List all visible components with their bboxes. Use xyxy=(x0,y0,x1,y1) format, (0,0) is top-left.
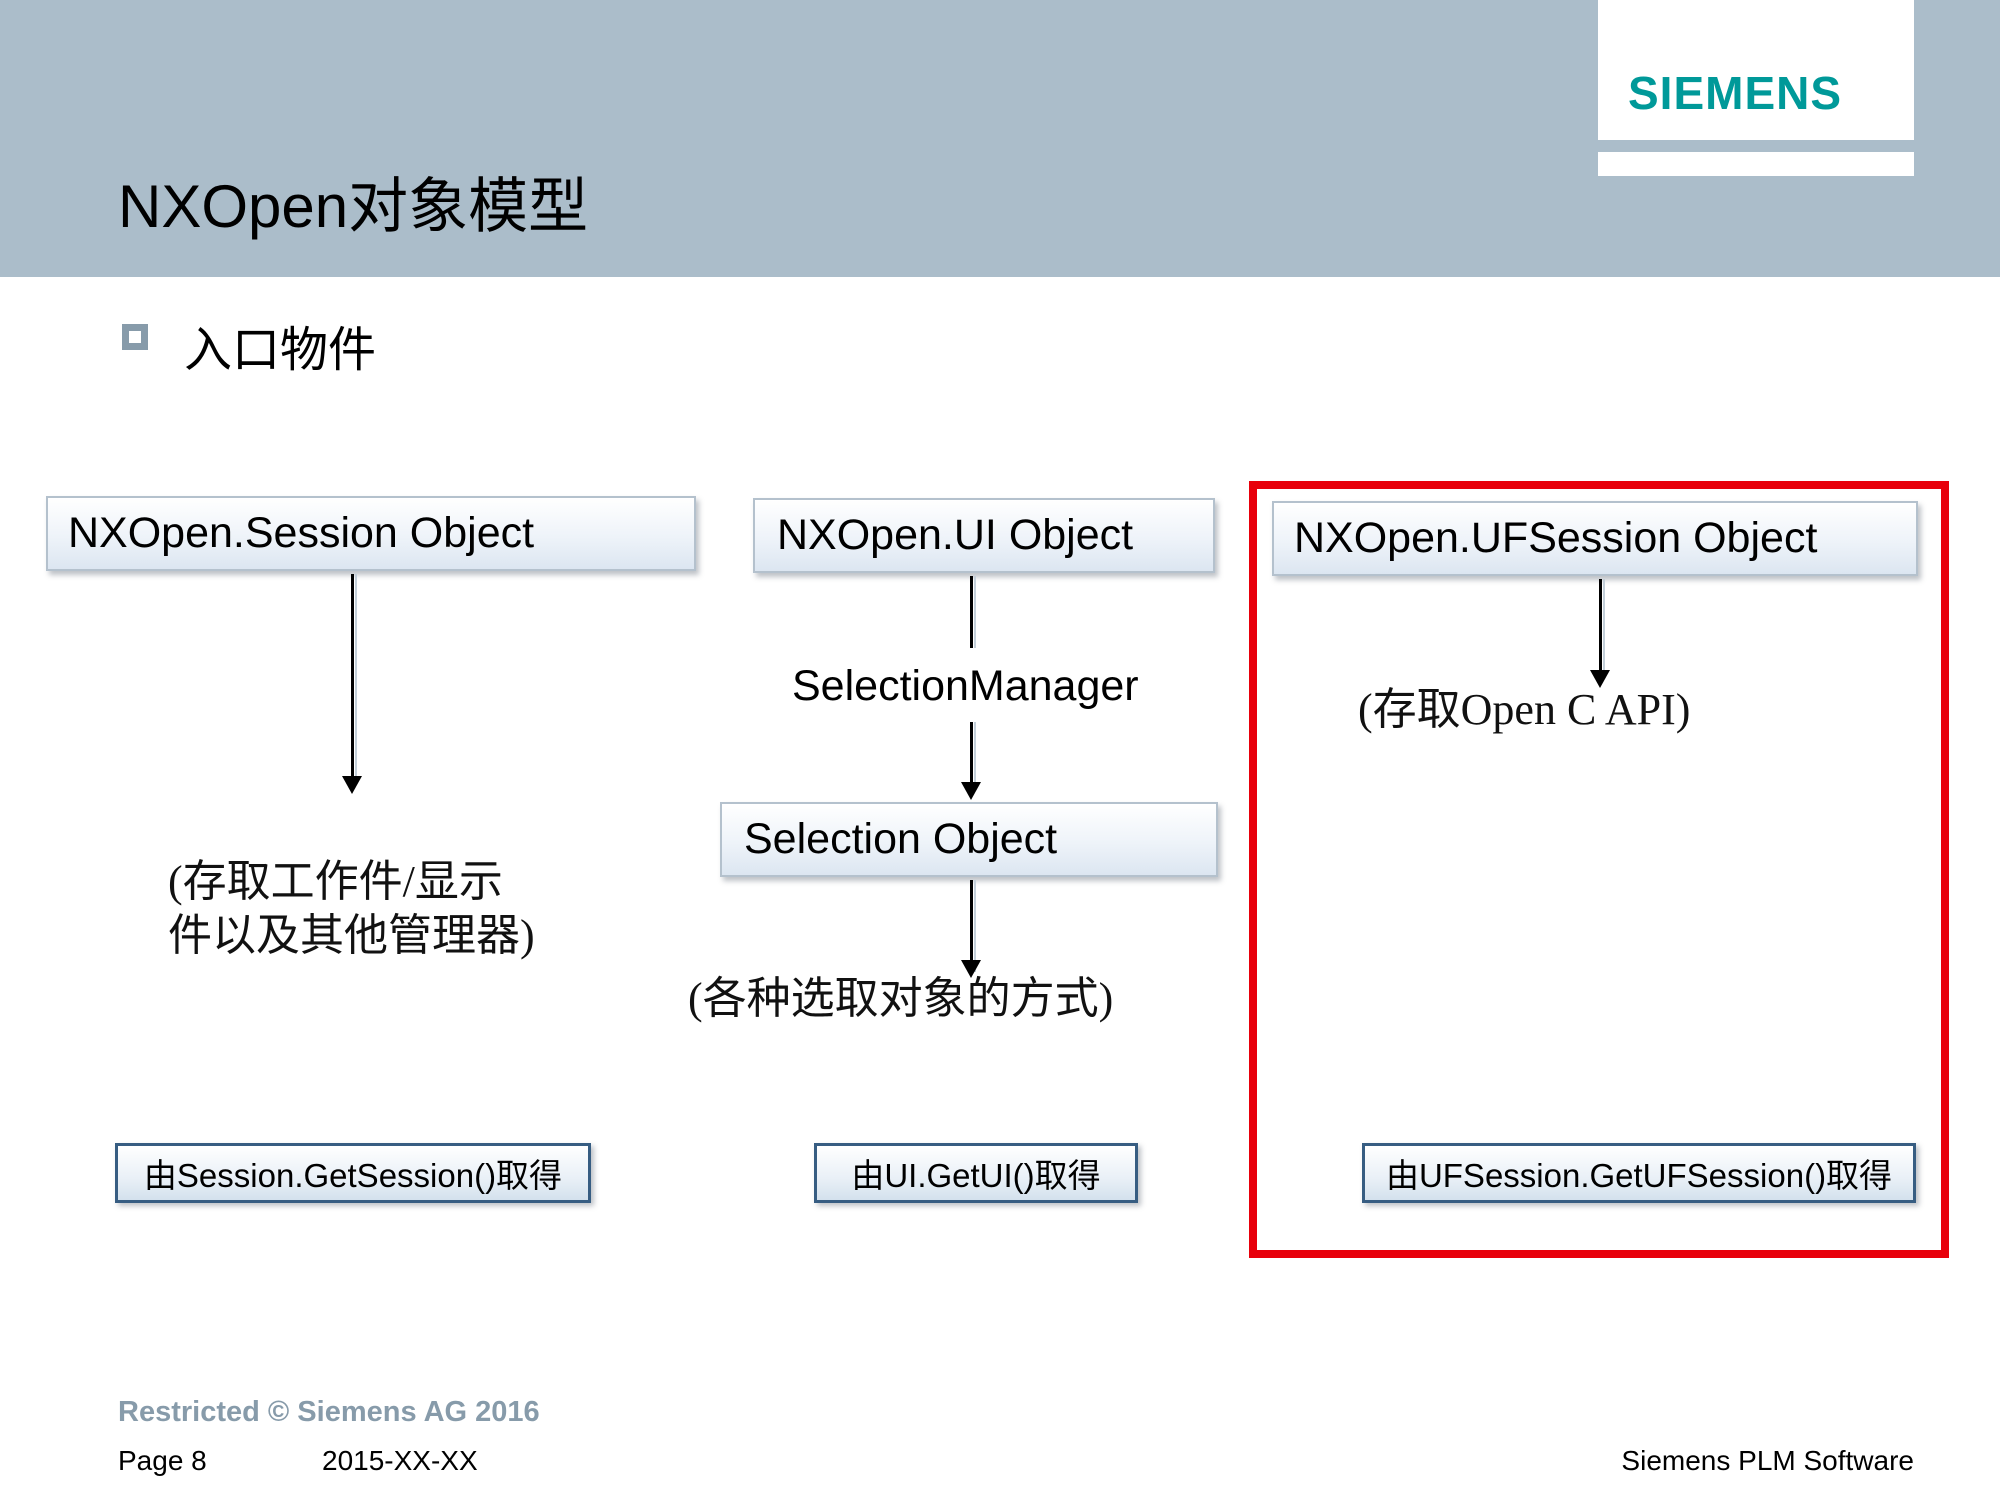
session-arrow-line xyxy=(351,574,357,784)
footer-page-number: Page 8 xyxy=(118,1445,207,1476)
get-ui-button[interactable]: 由UI.GetUI()取得 xyxy=(814,1143,1138,1203)
ufsession-arrow-head-icon xyxy=(1590,670,1610,688)
session-arrow-head-icon xyxy=(342,776,362,794)
bullet-text: 入口物件 xyxy=(184,324,377,377)
bullet-square-icon xyxy=(122,324,148,350)
get-session-button[interactable]: 由Session.GetSession()取得 xyxy=(115,1143,591,1203)
selection-manager-label: SelectionManager xyxy=(792,662,1139,710)
ui-arrow-line-lower xyxy=(970,722,976,784)
ufsession-arrow-line xyxy=(1599,579,1605,677)
selection-arrow-line xyxy=(970,880,976,972)
footer-date: 2015-XX-XX xyxy=(322,1445,478,1476)
ui-arrow-line-upper xyxy=(970,576,976,648)
slide-title: NXOpen对象模型 xyxy=(118,173,589,240)
logo-strip xyxy=(1598,152,1914,176)
ui-object-box: NXOpen.UI Object xyxy=(753,498,1215,573)
session-note-line-2: 件以及其他管理器) xyxy=(168,911,535,960)
session-object-box: NXOpen.Session Object xyxy=(46,496,696,571)
ufsession-note: (存取Open C API) xyxy=(1358,685,1691,734)
siemens-logo: SIEMENS xyxy=(1628,67,1843,119)
selection-arrow-head-icon xyxy=(961,960,981,978)
footer-restricted: Restricted © Siemens AG 2016 xyxy=(118,1396,540,1428)
ufsession-object-box: NXOpen.UFSession Object xyxy=(1272,501,1918,576)
selection-note: (各种选取对象的方式) xyxy=(688,974,1114,1023)
session-note-line-1: (存取工作件/显示 xyxy=(168,857,503,906)
ufsession-highlight-frame xyxy=(1249,481,1949,1258)
selection-object-box: Selection Object xyxy=(720,802,1218,877)
get-ufsession-button[interactable]: 由UFSession.GetUFSession()取得 xyxy=(1362,1143,1916,1203)
footer-brand: Siemens PLM Software xyxy=(1621,1445,1914,1476)
logo-panel xyxy=(1598,0,1914,140)
ui-arrow-head-icon xyxy=(961,782,981,800)
